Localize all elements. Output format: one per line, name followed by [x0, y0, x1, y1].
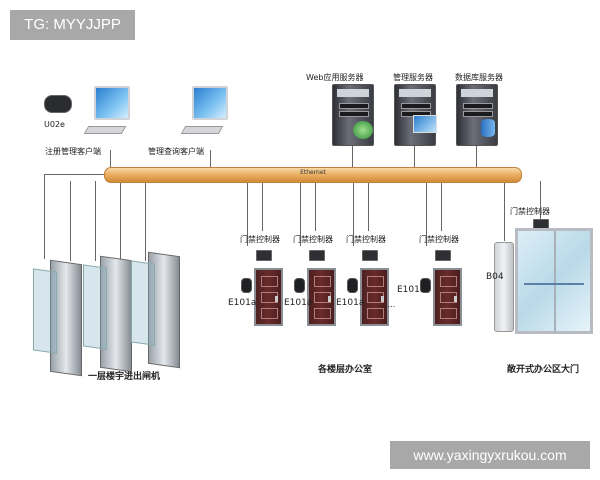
turnstile-link-line	[44, 174, 45, 259]
access-controller-icon	[362, 250, 378, 261]
controller-link-line	[368, 181, 369, 231]
turnstile-link-line	[44, 174, 105, 175]
section-label-floors: 各楼层办公室	[318, 365, 373, 375]
turnstile-link-line	[120, 181, 121, 261]
ethernet-label: Ethernet	[300, 169, 326, 176]
section-label-turnstiles: 一层楼宇进出闸机	[88, 372, 161, 382]
door-label: E101a	[397, 285, 426, 295]
controller-label: 门禁控制器	[346, 235, 386, 244]
controller-label: 门禁控制器	[293, 235, 333, 244]
access-controller-icon	[435, 250, 451, 261]
controller-link-line	[262, 181, 263, 231]
controller-link-line	[441, 181, 442, 231]
fingerprint-reader-label: U02e	[44, 120, 65, 129]
access-controller-icon	[309, 250, 325, 261]
entrance-link-line	[504, 181, 505, 241]
entrance-reader-icon	[494, 242, 514, 332]
controller-label: 门禁控制器	[240, 235, 280, 244]
turnstile-gate-icon	[131, 251, 180, 369]
office-door-icon	[307, 268, 336, 326]
card-reader-icon	[241, 278, 252, 293]
server-link-line	[476, 140, 477, 168]
turnstile-link-line	[95, 181, 96, 261]
access-controller-icon	[256, 250, 272, 261]
server-label-management: 管理服务器	[393, 73, 433, 82]
controller-link-line	[300, 181, 301, 246]
turnstile-link-line	[70, 181, 71, 261]
office-door-icon	[360, 268, 389, 326]
database-server-icon	[456, 84, 498, 146]
server-label-database: 数据库服务器	[455, 73, 503, 82]
watermark-bottom-right: www.yaxingyxrukou.com	[390, 441, 590, 469]
turnstile-gate-icon	[83, 255, 132, 373]
controller-link-line	[426, 181, 427, 246]
keyboard-icon	[180, 126, 224, 134]
ethernet-bus: Ethernet	[104, 167, 522, 183]
fingerprint-reader-icon	[44, 95, 72, 113]
web-server-icon	[332, 84, 374, 146]
office-door-icon	[433, 268, 462, 326]
client-label-query: 管理查询客户端	[148, 147, 204, 156]
client-link-line	[110, 150, 111, 168]
client-link-line	[210, 150, 211, 168]
door-label: E101a	[336, 298, 365, 308]
watermark-top-left: TG: MYYJJPP	[10, 10, 135, 40]
server-link-line	[352, 140, 353, 168]
server-link-line	[414, 140, 415, 168]
management-server-icon	[394, 84, 437, 146]
card-reader-icon	[294, 278, 305, 293]
door-label: E101a	[284, 298, 313, 308]
controller-label: 门禁控制器	[510, 207, 550, 216]
card-reader-icon	[347, 278, 358, 293]
controller-link-line	[247, 181, 248, 246]
turnstile-gate-icon	[33, 259, 82, 377]
keyboard-icon	[83, 126, 127, 134]
glass-door-icon	[515, 228, 593, 334]
controller-link-line	[353, 181, 354, 246]
entrance-reader-label: B04	[486, 272, 504, 282]
controller-label: 门禁控制器	[419, 235, 459, 244]
office-door-icon	[254, 268, 283, 326]
card-reader-icon	[420, 278, 431, 293]
door-label: E101a	[228, 298, 257, 308]
entrance-link-line	[540, 181, 541, 221]
turnstile-link-line	[145, 181, 146, 261]
client-monitor-icon	[192, 86, 228, 120]
section-label-open-office: 敞开式办公区大门	[507, 365, 580, 375]
client-monitor-icon	[94, 86, 130, 120]
server-label-web: Web应用服务器	[306, 73, 364, 82]
ellipsis-label: ......	[380, 300, 396, 309]
client-label-registration: 注册管理客户端	[45, 147, 101, 156]
controller-link-line	[315, 181, 316, 231]
